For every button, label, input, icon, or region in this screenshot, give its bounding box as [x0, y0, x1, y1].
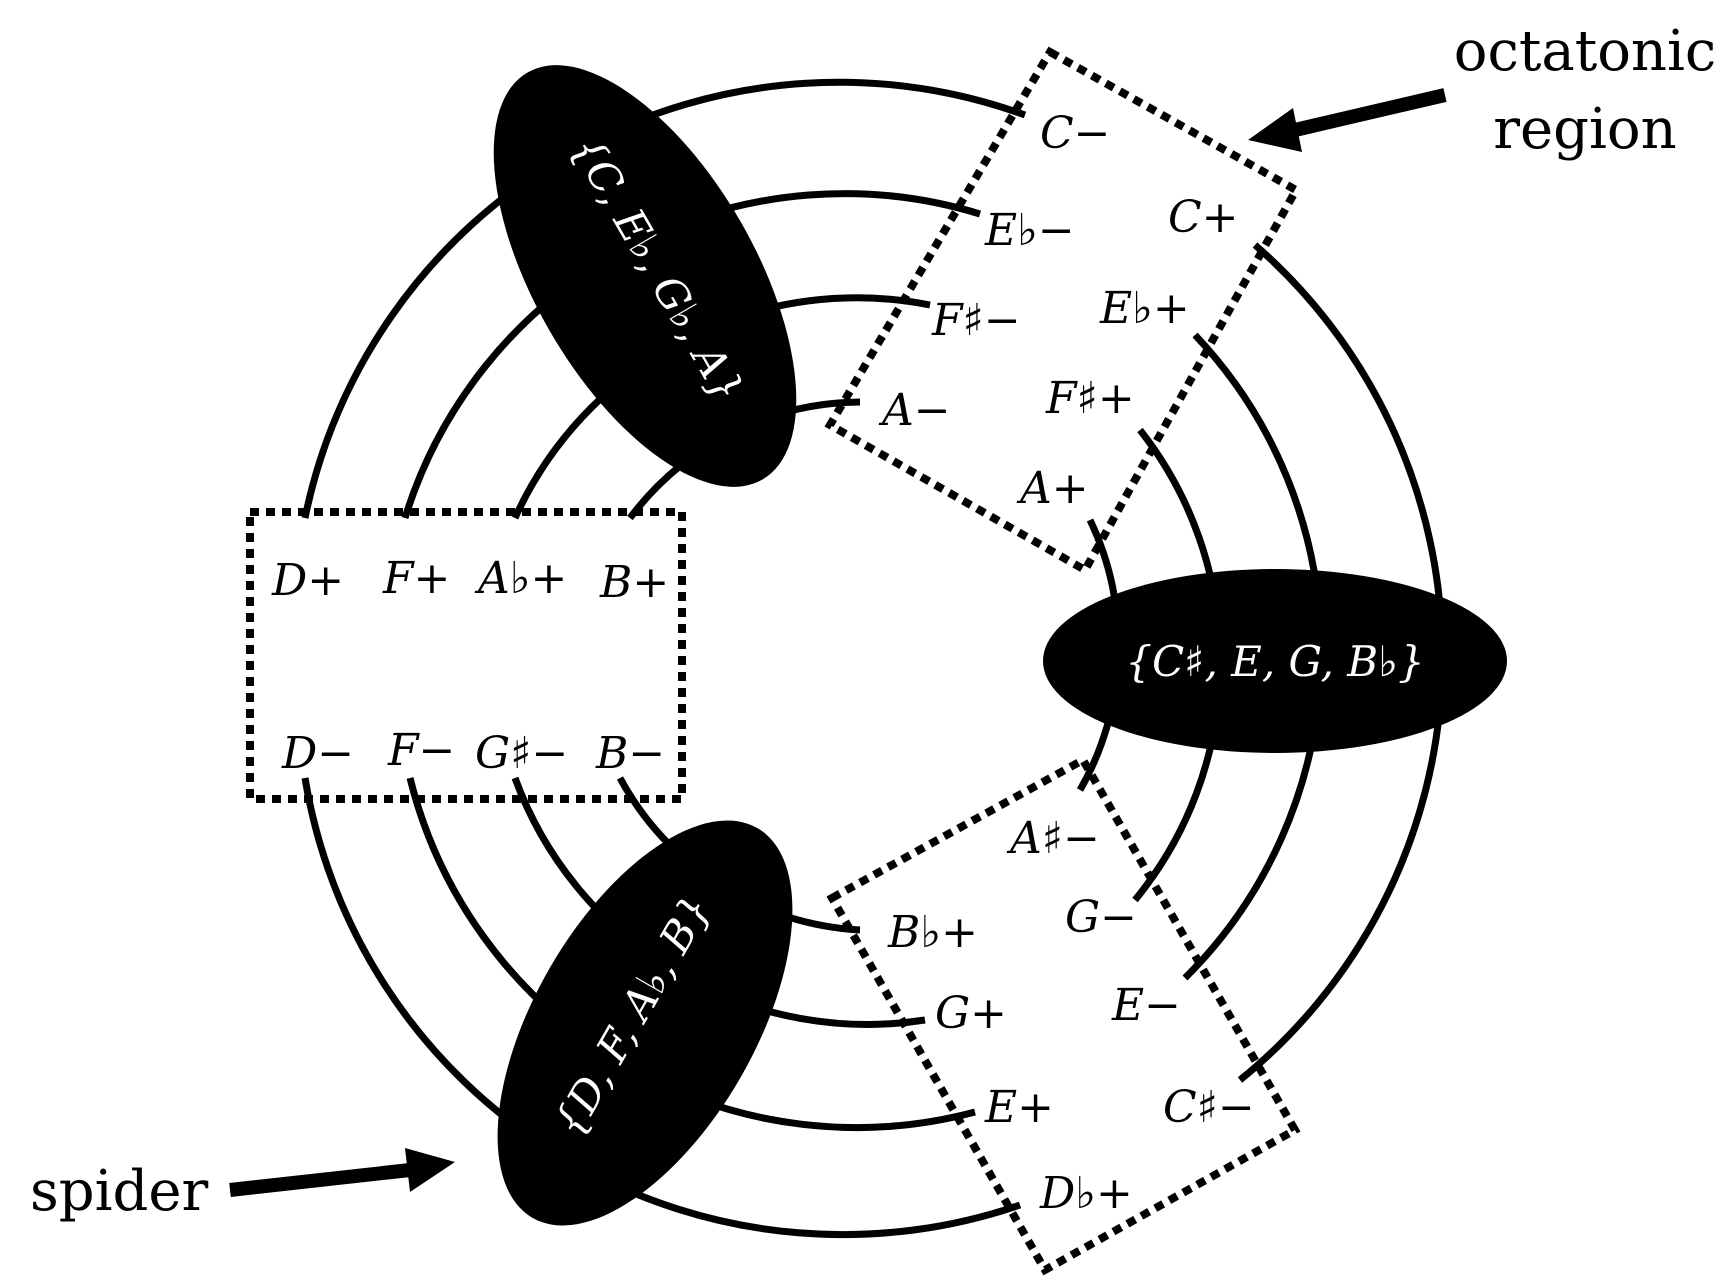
spider-top-left: {C, E♭, G♭, A}: [493, 65, 797, 487]
chord-label: G♯−: [475, 728, 568, 779]
chord-label: F♯−: [931, 295, 1021, 346]
chord-label: C+: [1168, 192, 1239, 243]
chord-label: D+: [271, 555, 344, 606]
chord-label: D−: [281, 728, 354, 779]
spider-bottom-left-shape: [497, 820, 793, 1226]
arrow-head-icon: [1248, 108, 1302, 152]
chord-label: A♯−: [1006, 813, 1100, 864]
spider-right-label: {C♯, E, G, B♭}: [1125, 637, 1424, 686]
annotation-text: spider: [30, 1159, 208, 1224]
spider-annotation: spider: [30, 1148, 455, 1224]
octatonic-regions: [246, 46, 1302, 1276]
chord-label: A+: [1016, 463, 1089, 514]
chord-label: G+: [935, 988, 1007, 1039]
spider-right: {C♯, E, G, B♭}: [1043, 569, 1507, 753]
chord-label: F−: [387, 725, 455, 776]
bottom-right-octatonic-region: [826, 754, 1301, 1276]
arrow-shaft: [1293, 88, 1447, 137]
chord-label: A♭+: [474, 553, 567, 604]
chord-label: E♭+: [1099, 283, 1190, 334]
chord-label: D♭+: [1039, 1168, 1133, 1219]
annotation-text: region: [1493, 97, 1676, 162]
spider-top-left-shape: [493, 65, 797, 487]
chord-label: A−: [878, 385, 951, 436]
chord-label: E+: [984, 1082, 1054, 1133]
chord-label: C♯−: [1163, 1082, 1255, 1133]
chord-label: F+: [382, 553, 450, 604]
chord-label: B−: [595, 728, 665, 779]
top-right-octatonic-region: [824, 46, 1302, 576]
chord-label: B+: [599, 557, 669, 608]
left-box-labels: D+ F+ A♭+ B+ D− F− G♯− B−: [271, 553, 669, 779]
spider-right-shape: [1043, 569, 1507, 753]
octatonic-region-annotation: octatonic region: [1248, 19, 1716, 162]
chord-label: G−: [1065, 892, 1137, 943]
bottom-right-labels: B♭+ G+ E+ D♭+ A♯− G− E− C♯−: [887, 813, 1255, 1219]
chord-label: E−: [1111, 980, 1181, 1031]
chord-label: C−: [1040, 108, 1111, 159]
arrow-shaft: [229, 1163, 411, 1197]
arrow-head-icon: [405, 1148, 455, 1192]
left-octatonic-region: [246, 508, 686, 803]
chord-label: F♯+: [1045, 373, 1135, 424]
annotation-text: octatonic: [1454, 19, 1717, 84]
chord-label: E♭−: [984, 205, 1075, 256]
chord-label: B♭+: [887, 907, 978, 958]
top-right-labels: C− E♭− F♯− A− C+ E♭+ F♯+ A+: [878, 108, 1239, 514]
